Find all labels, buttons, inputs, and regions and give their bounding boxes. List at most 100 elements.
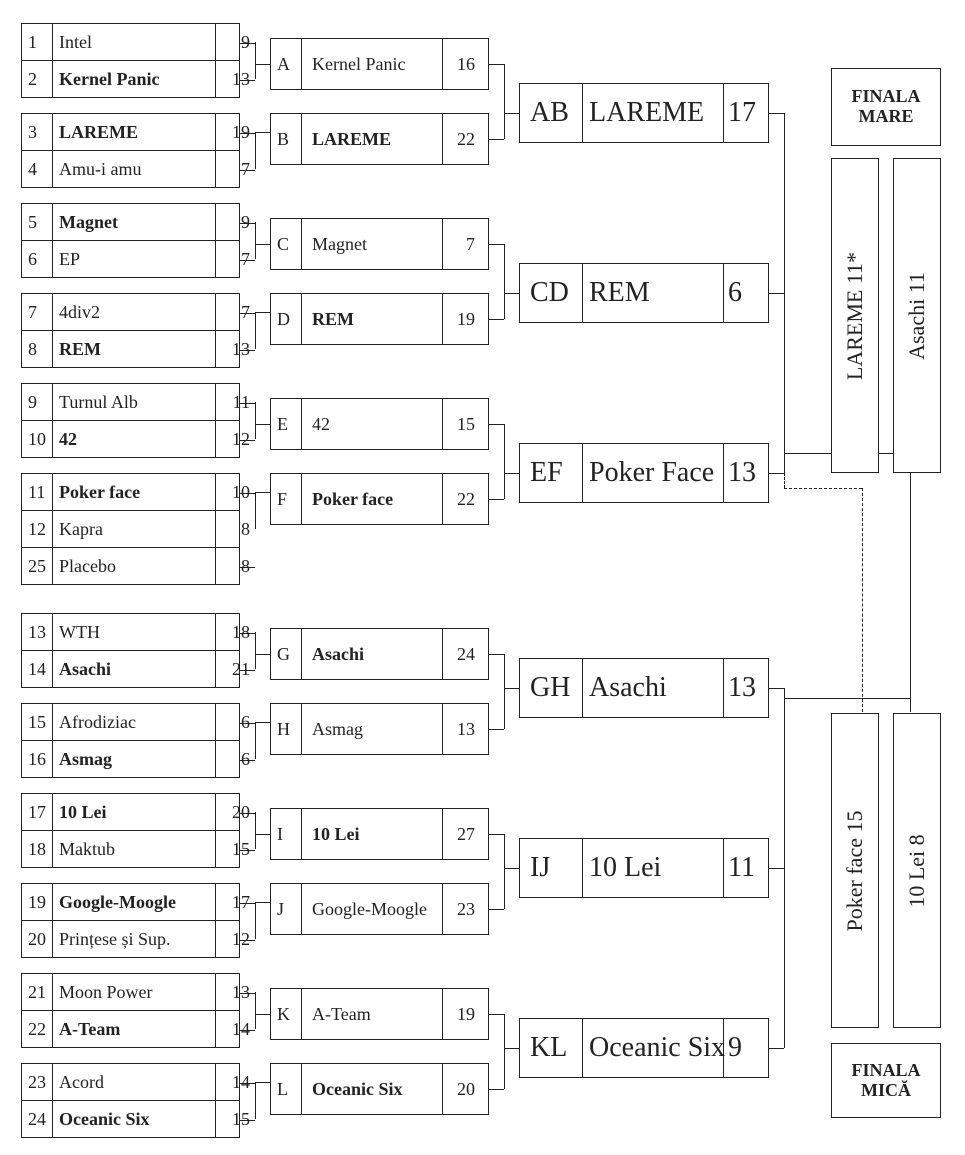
- bracket-connector: [910, 473, 911, 712]
- round1-row-score: 13: [215, 974, 260, 1010]
- round1-row-score: 14: [215, 1011, 260, 1047]
- round1-row-seed: 12: [28, 518, 46, 539]
- round1-row-score: 10: [215, 474, 260, 510]
- bracket-connector: [255, 492, 270, 493]
- round3-match-code: AB: [530, 97, 569, 128]
- bracket-connector: [255, 244, 270, 245]
- bracket-connector: [489, 139, 504, 140]
- grand-final-left: LAREME 11*: [831, 158, 879, 473]
- round1-row-team: Kernel Panic: [52, 61, 215, 97]
- round1-row-score: 19: [215, 114, 260, 150]
- bracket-connector: [240, 903, 255, 904]
- round1-row-team: Asmag: [52, 741, 215, 777]
- bracket-connector: [255, 834, 270, 835]
- small-final-left: Poker face 15: [831, 713, 879, 1028]
- grand-final-left-text: LAREME 11*: [842, 251, 867, 380]
- bracket-connector: [504, 244, 505, 319]
- bracket-connector: [255, 1082, 256, 1119]
- bracket-connector: [504, 834, 505, 909]
- round1-row-team: Moon Power: [52, 974, 215, 1010]
- round2-match-team: Kernel Panic: [301, 39, 442, 89]
- round1-row-seed: 18: [28, 838, 46, 859]
- round2-match-score: 19: [442, 989, 489, 1039]
- round1-row-team: Acord: [52, 1064, 215, 1100]
- bracket-connector: [240, 850, 255, 851]
- bracket-connector: [255, 132, 270, 133]
- bracket-connector: [504, 473, 519, 474]
- bracket-connector: [504, 1048, 519, 1049]
- round1-row-seed: 3: [28, 121, 37, 142]
- round1-row-score: 7: [215, 241, 260, 277]
- bracket-connector: [240, 80, 255, 81]
- round1-row-team: Placebo: [52, 548, 215, 584]
- bracket-connector: [240, 813, 255, 814]
- round2-match-score: 23: [442, 884, 489, 934]
- bracket-connector: [489, 244, 504, 245]
- bracket-connector: [489, 1014, 504, 1015]
- round1-row-score: 7: [215, 294, 260, 330]
- bracket-connector: [255, 42, 256, 79]
- round1-row-score: 18: [215, 614, 260, 650]
- small-final-title-line: MICĂ: [861, 1079, 911, 1100]
- round3-match-score: 9: [723, 1019, 770, 1077]
- round2-match-team: Asmag: [301, 704, 442, 754]
- round1-row-team: 10 Lei: [52, 794, 215, 830]
- round2-match-score: 13: [442, 704, 489, 754]
- round1-row-team: Asachi: [52, 651, 215, 687]
- round1-row-score: 15: [215, 831, 260, 867]
- round3-match-team: 10 Lei: [582, 839, 723, 897]
- round1-row-seed: 5: [28, 211, 37, 232]
- bracket-connector: [504, 868, 519, 869]
- bracket-connector: [504, 1014, 505, 1089]
- bracket-connector: [255, 1082, 270, 1083]
- bracket-connector: [240, 493, 255, 494]
- round2-match-team: Magnet: [301, 219, 442, 269]
- round3-match-code: KL: [530, 1032, 568, 1063]
- bracket-connector: [255, 902, 256, 939]
- round2-match-code: L: [277, 1078, 288, 1099]
- bracket-connector: [255, 722, 256, 759]
- round3-match-team: Asachi: [582, 659, 723, 717]
- bracket-connector: [489, 834, 504, 835]
- bracket-connector: [784, 688, 785, 1048]
- round2-match-code: I: [277, 823, 283, 844]
- bracket-connector: [240, 260, 255, 261]
- round1-row-seed: 23: [28, 1071, 46, 1092]
- round1-row-team: Afrodiziac: [52, 704, 215, 740]
- round3-match-code: IJ: [530, 852, 551, 883]
- dashed-connector: [862, 488, 863, 712]
- round1-row-team: 42: [52, 421, 215, 457]
- round3-match-score: 11: [723, 839, 770, 897]
- bracket-connector: [255, 132, 256, 169]
- bracket-connector: [255, 492, 256, 529]
- round1-row-team: Prințese și Sup.: [52, 921, 215, 957]
- round2-match-code: F: [277, 488, 288, 509]
- round1-row-score: 21: [215, 651, 260, 687]
- bracket-connector: [504, 293, 519, 294]
- round1-row-score: 9: [215, 204, 260, 240]
- round1-row-seed: 2: [28, 68, 37, 89]
- bracket-connector: [769, 688, 784, 689]
- round1-row-team: Kapra: [52, 511, 215, 547]
- round2-match-score: 15: [442, 399, 489, 449]
- round1-row-seed: 4: [28, 158, 37, 179]
